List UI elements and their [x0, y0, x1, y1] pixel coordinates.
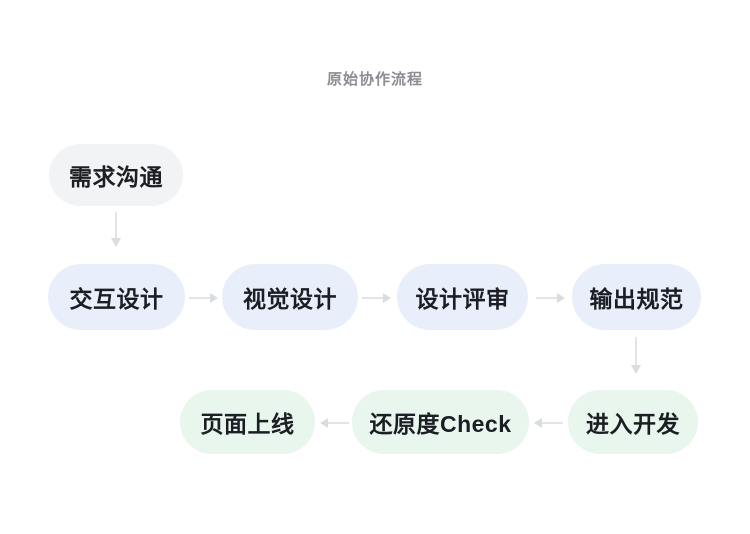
flow-node-launch: 页面上线 — [180, 390, 315, 454]
flow-node-requirements: 需求沟通 — [49, 144, 183, 206]
arrow-left-icon — [533, 416, 563, 434]
flow-node-development: 进入开发 — [568, 390, 698, 454]
arrow-right-icon — [362, 291, 392, 309]
arrow-down-icon — [630, 337, 642, 380]
flow-node-interaction-design: 交互设计 — [48, 264, 185, 330]
arrow-down-icon — [110, 212, 122, 253]
flow-node-fidelity-check: 还原度Check — [352, 390, 529, 454]
diagram-title: 原始协作流程 — [326, 71, 423, 88]
flow-node-visual-design: 视觉设计 — [222, 264, 358, 330]
flow-node-output-spec: 输出规范 — [572, 264, 701, 330]
flow-node-design-review: 设计评审 — [397, 264, 528, 330]
arrow-right-icon — [189, 291, 219, 309]
arrow-right-icon — [536, 291, 566, 309]
arrow-left-icon — [319, 416, 349, 434]
